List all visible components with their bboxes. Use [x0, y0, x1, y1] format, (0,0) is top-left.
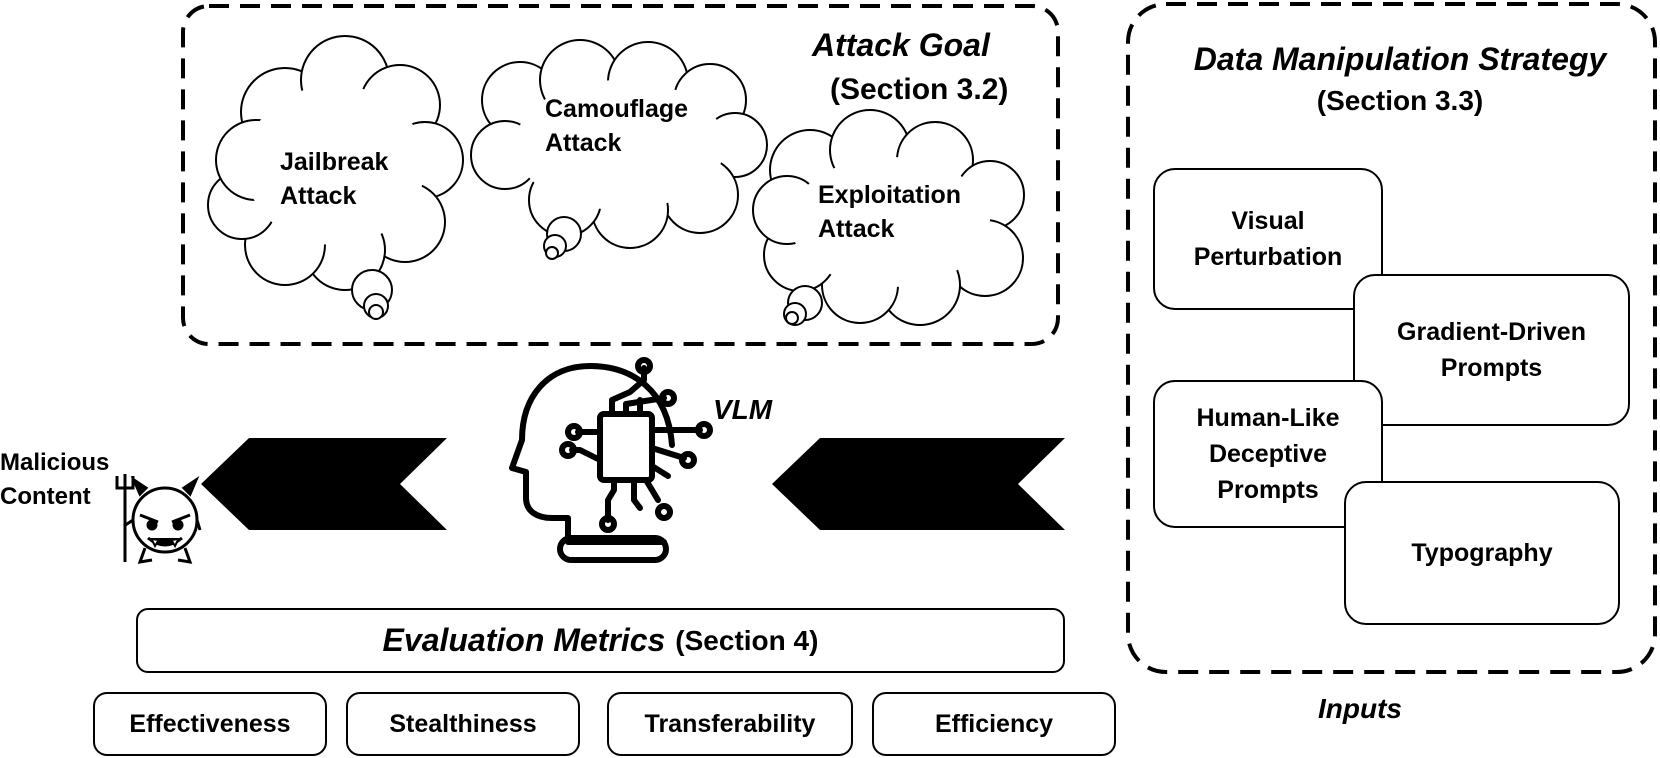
strategy-human-like-deceptive-prompts: Human-Like Deceptive Prompts — [1153, 380, 1383, 528]
malicious-line2: Content — [0, 483, 91, 510]
strategy-human-like-line3: Prompts — [1217, 476, 1319, 504]
data-manipulation-panel — [1126, 2, 1657, 674]
malicious-line1: Malicious — [0, 449, 110, 476]
cloud-camouflage-line2: Attack — [545, 129, 622, 157]
arrow-vlm-to-output — [201, 438, 447, 530]
cloud-exploitation-line2: Attack — [818, 215, 895, 243]
vlm-head-icon — [509, 357, 713, 563]
cloud-jailbreak-line1: Jailbreak — [280, 148, 389, 176]
strategy-visual-perturbation-line1: Visual — [1231, 207, 1305, 235]
strategy-gradient-driven-line2: Prompts — [1440, 354, 1543, 382]
cloud-jailbreak-label: Jailbreak Attack — [280, 145, 388, 213]
strategy-typography-line1: Typography — [1411, 539, 1553, 567]
strategy-human-like-line1: Human-Like — [1196, 404, 1340, 432]
strategy-visual-perturbation-line2: Perturbation — [1193, 243, 1343, 271]
metric-transferability-label: Transferability — [644, 709, 816, 738]
cloud-exploitation-label: Exploitation Attack — [818, 178, 961, 246]
arrow-inputs-to-vlm — [772, 438, 1065, 530]
evaluation-metrics-bar: Evaluation Metrics (Section 4) — [136, 608, 1065, 673]
inputs-label: Inputs — [1318, 693, 1402, 724]
cloud-exploitation-line1: Exploitation — [818, 181, 962, 209]
jailbreak-cloud-shape — [207, 35, 464, 320]
metric-effectiveness: Effectiveness — [93, 692, 327, 756]
metric-effectiveness-label: Effectiveness — [129, 709, 291, 738]
malicious-content-label: Malicious Content — [0, 446, 109, 514]
metric-stealthiness: Stealthiness — [346, 692, 580, 756]
exploitation-cloud-shape — [752, 109, 1025, 326]
evaluation-metrics-section: (Section 4) — [675, 624, 819, 656]
evaluation-metrics-title: Evaluation Metrics — [382, 622, 666, 658]
vlm-label: VLM — [713, 394, 773, 425]
metric-efficiency-label: Efficiency — [934, 709, 1054, 738]
data-manipulation-title: Data Manipulation Strategy — [1193, 41, 1607, 77]
attack-goal-section: (Section 3.2) — [830, 73, 1009, 106]
metric-transferability: Transferability — [607, 692, 853, 756]
devil-icon — [115, 474, 202, 564]
strategy-visual-perturbation: Visual Perturbation — [1153, 168, 1383, 310]
attack-goal-title: Attack Goal — [812, 27, 990, 63]
strategy-gradient-driven-line1: Gradient-Driven — [1397, 318, 1586, 346]
strategy-typography: Typography — [1344, 481, 1620, 625]
cloud-shapes — [207, 35, 1025, 326]
data-manipulation-section: (Section 3.3) — [1316, 85, 1484, 116]
camouflage-cloud-shape — [470, 39, 768, 260]
strategy-human-like-line2: Deceptive — [1208, 440, 1328, 468]
metric-stealthiness-label: Stealthiness — [389, 709, 537, 738]
strategy-gradient-driven-prompts: Gradient-Driven Prompts — [1353, 274, 1630, 426]
attack-goal-panel — [181, 4, 1060, 346]
cloud-camouflage-label: Camouflage Attack — [545, 92, 688, 160]
cloud-jailbreak-line2: Attack — [280, 182, 357, 210]
metric-efficiency: Efficiency — [872, 692, 1116, 756]
cloud-camouflage-line1: Camouflage — [545, 95, 689, 123]
